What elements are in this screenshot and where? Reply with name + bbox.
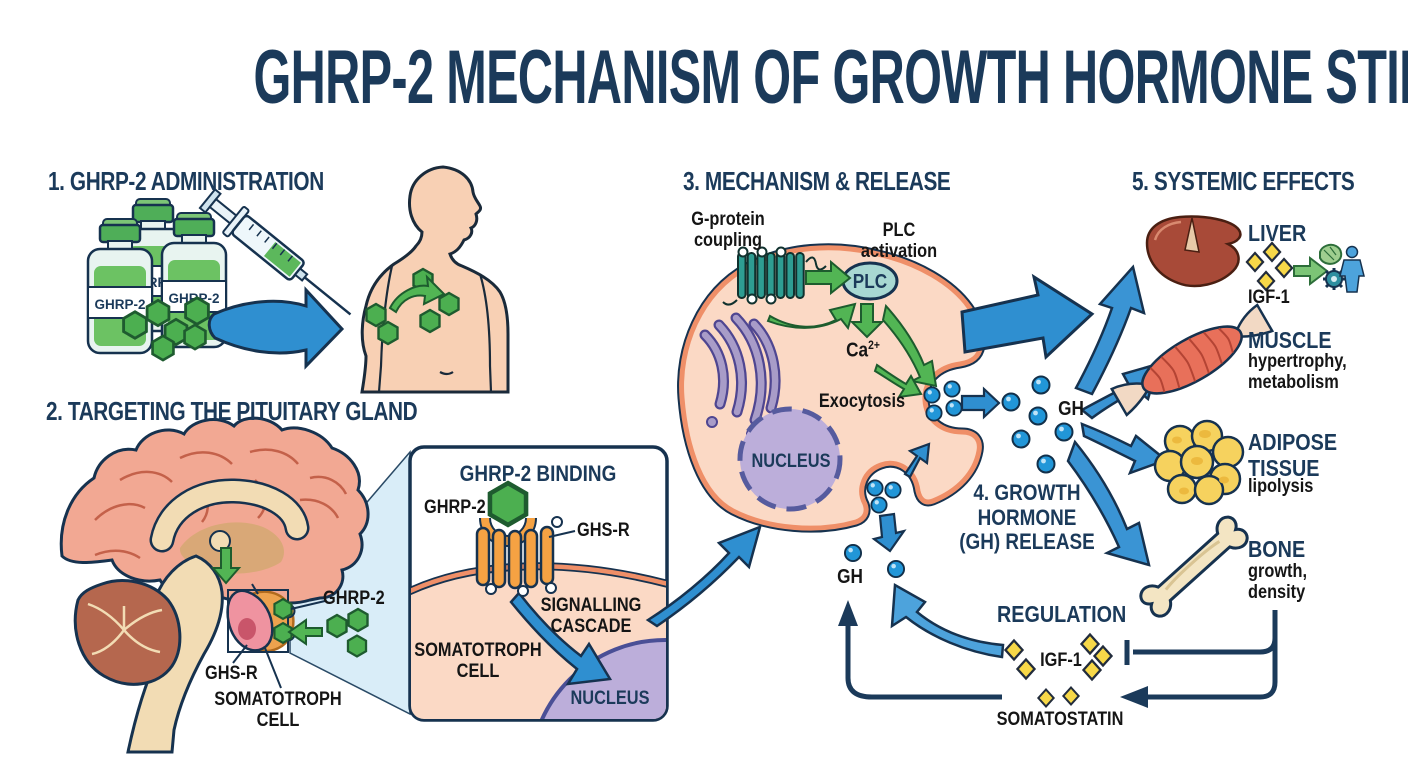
binding-box-title: GHRP-2 BINDING — [459, 461, 617, 486]
label-plc-activation: PLC activation — [860, 220, 938, 263]
brain-icon — [59, 416, 370, 754]
binding-inset-box — [408, 445, 669, 722]
heading-systemic: 5. SYSTEMIC EFFECTS — [1132, 166, 1355, 196]
absorption-arrow-icon — [388, 274, 446, 314]
label-ghrp2-binding: GHRP-2 — [424, 497, 486, 518]
ghrp2-ligand-icon — [490, 483, 526, 525]
ghsr-receptor-icon — [475, 516, 563, 597]
bone-icon — [1139, 515, 1249, 618]
label-nucleus-cell: NUCLEUS — [751, 451, 831, 472]
label-somatotroph-binding: SOMATOTROPH CELL — [414, 640, 542, 683]
cell-growth-icon — [1319, 243, 1343, 265]
binding-nucleus — [528, 638, 666, 719]
adipose-tissue-icon — [1153, 419, 1245, 506]
label-igf1-regulation: IGF-1 — [1040, 650, 1082, 671]
hypothalamus-arrow-icon — [210, 547, 242, 585]
label-exocytosis: Exocytosis — [818, 391, 906, 412]
pituitary-zoom-frame — [227, 589, 289, 653]
label-calcium: Ca2+ — [846, 338, 880, 362]
label-igf1-liver: IGF-1 — [1248, 287, 1290, 308]
release-arrow-big — [960, 273, 1095, 361]
label-signalling-cascade: SIGNALLING CASCADE — [540, 595, 642, 638]
to-pituitary-arrow-icon — [287, 618, 323, 646]
heading-targeting: 2. TARGETING THE PITUITARY GLAND — [46, 396, 418, 426]
somatostatin-diamonds — [1037, 686, 1080, 708]
label-muscle: MUSCLE — [1248, 327, 1332, 353]
pointer-lines-targeting — [232, 600, 326, 689]
somatotroph-cell-icon — [677, 243, 986, 533]
signal-arrows-green — [766, 259, 938, 399]
ghrp2-hexagons-pituitary — [273, 598, 369, 658]
syringe-icon — [198, 187, 352, 316]
igf1-feedback-arrow — [890, 582, 1005, 659]
cerebellum-tree — [87, 602, 163, 656]
gprotein-receptor-icon — [722, 246, 827, 306]
somatostatin-arrowhead — [1120, 686, 1148, 708]
muscle-icon — [1109, 303, 1275, 417]
label-ghsr-binding: GHS-R — [577, 520, 630, 541]
cell-nucleus — [737, 406, 843, 512]
label-nucleus-binding: NUCLEUS — [570, 688, 650, 709]
golgi-apparatus-icon — [699, 312, 781, 440]
heading-gh-release: 4. GROWTH HORMONE (GH) RELEASE — [959, 480, 1095, 555]
label-somatostatin: SOMATOSTATIN — [996, 709, 1124, 730]
signalling-arrow-icon — [509, 591, 613, 686]
label-gprotein-coupling: G-protein coupling — [691, 209, 765, 252]
metabolism-gear-icon — [1323, 268, 1345, 290]
label-gh-cluster: GH — [1058, 398, 1084, 420]
label-ghsr-brain: GHS-R — [205, 663, 258, 684]
feedback-lines — [845, 610, 1278, 700]
gh-inhibition-arrowhead — [838, 600, 858, 626]
label-bone: BONE — [1248, 536, 1306, 562]
igf1-diamonds-liver — [1245, 241, 1294, 292]
igf1-effect-arrow-icon — [1293, 255, 1329, 287]
heading-regulation: REGULATION — [997, 601, 1127, 627]
human-body-figure — [360, 165, 510, 394]
liver-icon — [1145, 215, 1242, 288]
svg-text:GHRP-2: GHRP-2 — [94, 297, 145, 312]
label-gh-cell: GH — [837, 566, 863, 588]
label-liver: LIVER — [1248, 220, 1307, 246]
administration-arrow-icon — [207, 286, 345, 370]
heading-administration: 1. GHRP-2 ADMINISTRATION — [48, 166, 324, 196]
gh-molecule-cluster — [1001, 375, 1074, 474]
label-bone-effects: growth, density — [1248, 561, 1308, 604]
label-somatotroph-brain: SOMATOTROPH CELL — [214, 689, 342, 732]
page-title: GHRP-2 MECHANISM OF GROWTH HORMONE STIMU… — [253, 35, 1408, 120]
label-ghrp2-brain: GHRP-2 — [323, 588, 385, 609]
heading-mechanism: 3. MECHANISM & RELEASE — [683, 166, 951, 196]
label-plc: PLC — [852, 271, 888, 293]
person-icon — [1339, 245, 1365, 293]
secretion-arrows — [871, 386, 1001, 553]
label-adipose-effects: lipolysis — [1248, 476, 1314, 497]
label-muscle-effects: hypertrophy, metabolism — [1248, 351, 1347, 394]
label-adipose: ADIPOSE TISSUE — [1248, 429, 1338, 481]
binding-to-cell-arrow — [645, 524, 762, 628]
